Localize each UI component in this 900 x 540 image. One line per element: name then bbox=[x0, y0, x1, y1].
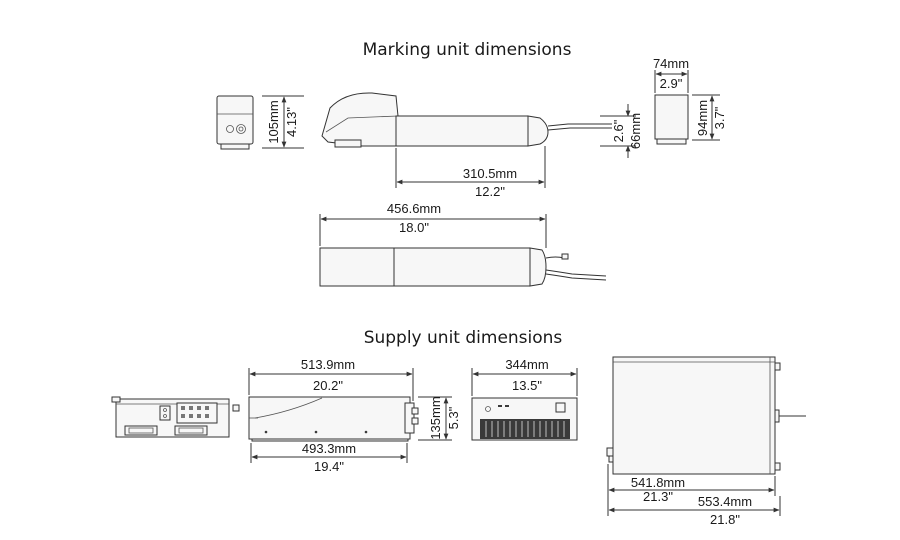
supply-front-view bbox=[248, 396, 419, 442]
supply-top-length-dimension: 541.8mm 21.3" bbox=[607, 464, 776, 504]
supply-top-total-mm: 553.4mm bbox=[698, 494, 752, 509]
marking-end-width-in: 2.9" bbox=[660, 76, 683, 91]
marking-end-height-mm: 94mm bbox=[695, 100, 710, 136]
supply-top-length-in: 21.3" bbox=[643, 489, 673, 504]
marking-end-height-dimension: 94mm 3.7" bbox=[692, 94, 727, 141]
supply-end-panel-view bbox=[111, 396, 240, 438]
supply-top-view bbox=[606, 356, 806, 475]
marking-height-dimension: 105mm 4.13" bbox=[262, 95, 304, 149]
marking-end-width-dimension: 74mm 2.9" bbox=[653, 56, 689, 93]
marking-nozzle-dimension: 2.6" 66mm bbox=[600, 104, 643, 158]
marking-nozzle-mm: 66mm bbox=[628, 113, 643, 149]
marking-total-length-in: 18.0" bbox=[399, 220, 429, 235]
supply-front-length-mm: 513.9mm bbox=[301, 357, 355, 372]
supply-front-length-in: 20.2" bbox=[313, 378, 343, 393]
supply-top-total-dimension: 553.4mm 21.8" bbox=[607, 494, 781, 527]
supply-unit-heading: Supply unit dimensions bbox=[364, 328, 563, 348]
supply-side-width-dimension: 344mm 13.5" bbox=[471, 357, 578, 396]
marking-total-length-dimension: 456.6mm 18.0" bbox=[319, 201, 547, 248]
marking-total-length-mm: 456.6mm bbox=[387, 201, 441, 216]
supply-front-inner-mm: 493.3mm bbox=[302, 441, 356, 456]
supply-side-view bbox=[471, 397, 578, 441]
marking-nozzle-in: 2.6" bbox=[611, 119, 626, 142]
marking-end-width-mm: 74mm bbox=[653, 56, 689, 71]
marking-end-view bbox=[654, 94, 689, 145]
supply-top-total-in: 21.8" bbox=[710, 512, 740, 527]
supply-front-inner-dimension: 493.3mm 19.4" bbox=[250, 441, 408, 474]
supply-height-mm: 135mm bbox=[428, 396, 443, 439]
supply-height-in: 5.3" bbox=[446, 406, 461, 429]
marking-body-length-mm: 310.5mm bbox=[463, 166, 517, 181]
marking-unit-heading: Marking unit dimensions bbox=[363, 40, 572, 60]
marking-top-view bbox=[319, 247, 607, 287]
supply-side-width-in: 13.5" bbox=[512, 378, 542, 393]
marking-height-in: 4.13" bbox=[284, 107, 299, 137]
supply-side-width-mm: 344mm bbox=[505, 357, 548, 372]
marking-end-height-in: 3.7" bbox=[712, 106, 727, 129]
marking-front-view bbox=[216, 95, 254, 150]
marking-side-view bbox=[321, 92, 612, 148]
marking-body-length-dimension: 310.5mm 12.2" bbox=[395, 146, 546, 199]
marking-height-mm: 105mm bbox=[266, 100, 281, 143]
supply-top-length-mm: 541.8mm bbox=[631, 475, 685, 490]
supply-front-inner-in: 19.4" bbox=[314, 459, 344, 474]
marking-body-length-in: 12.2" bbox=[475, 184, 505, 199]
supply-front-length-dimension: 513.9mm 20.2" bbox=[248, 357, 414, 401]
supply-height-dimension: 135mm 5.3" bbox=[418, 396, 461, 441]
